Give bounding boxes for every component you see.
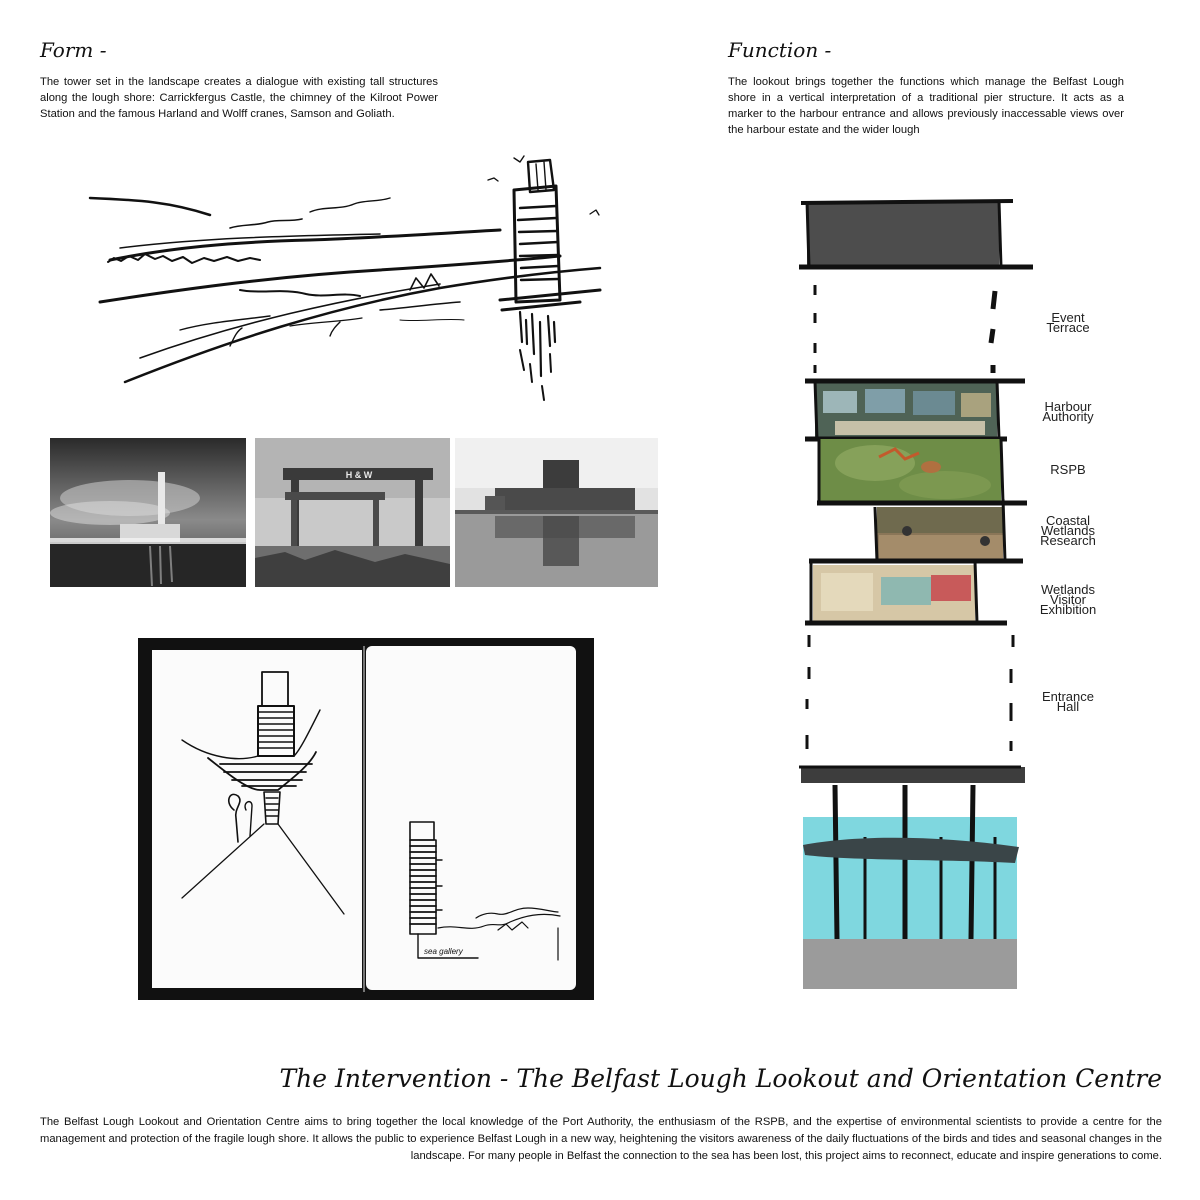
tower-label-line: Hall xyxy=(1056,699,1080,714)
photo-carrickfergus-castle xyxy=(455,438,658,587)
tower-label-wetlands-visitor-exhibition: Wetlands Visitor Exhibition xyxy=(1013,582,1123,617)
intervention-title: The Intervention - The Belfast Lough Loo… xyxy=(279,1064,1162,1093)
tower-label-harbour-authority: Harbour Authority xyxy=(1013,399,1123,424)
notebook-caption: sea gallery xyxy=(424,947,464,956)
tower-label-line: Terrace xyxy=(1046,320,1090,335)
tower-label-line: Coastal xyxy=(1045,513,1091,528)
tower-label-line: Visitor xyxy=(1050,592,1086,607)
tower-label-line: Authority xyxy=(1042,409,1094,424)
photo-kilroot-power-station xyxy=(50,438,246,587)
tower-label-line: Entrance xyxy=(1041,689,1095,704)
tower-label-coastal-wetlands-research: Coastal Wetlands Research xyxy=(1013,513,1123,548)
tower-label-line: Exhibition xyxy=(1039,602,1097,617)
form-heading: Form - xyxy=(40,38,107,62)
form-description: The tower set in the landscape creates a… xyxy=(40,76,438,120)
tower-section-diagram xyxy=(799,199,1033,989)
function-description: The lookout brings together the function… xyxy=(728,76,1124,136)
intervention-description: The Belfast Lough Lookout and Orientatio… xyxy=(40,1116,1162,1162)
landscape-sketch xyxy=(88,155,602,401)
notebook-sketch: sea gallery xyxy=(138,638,594,1000)
crane-sign: H & W xyxy=(346,470,373,480)
tower-label-line: Research xyxy=(1040,533,1096,548)
tower-label-line: Event xyxy=(1051,310,1085,325)
tower-label-line: Wetlands xyxy=(1041,523,1095,538)
tower-label-line: Wetlands xyxy=(1041,582,1095,597)
tower-label-rspb: RSPB xyxy=(1013,462,1123,477)
tower-label-entrance-hall: Entrance Hall xyxy=(1013,689,1123,714)
tower-label-event-terrace: Event Terrace xyxy=(1013,310,1123,335)
photo-harland-wolff-cranes: H & W xyxy=(255,438,450,587)
tower-label-line: RSPB xyxy=(1050,462,1086,477)
tower-label-line: Harbour xyxy=(1044,399,1092,414)
function-heading: Function - xyxy=(728,38,832,62)
